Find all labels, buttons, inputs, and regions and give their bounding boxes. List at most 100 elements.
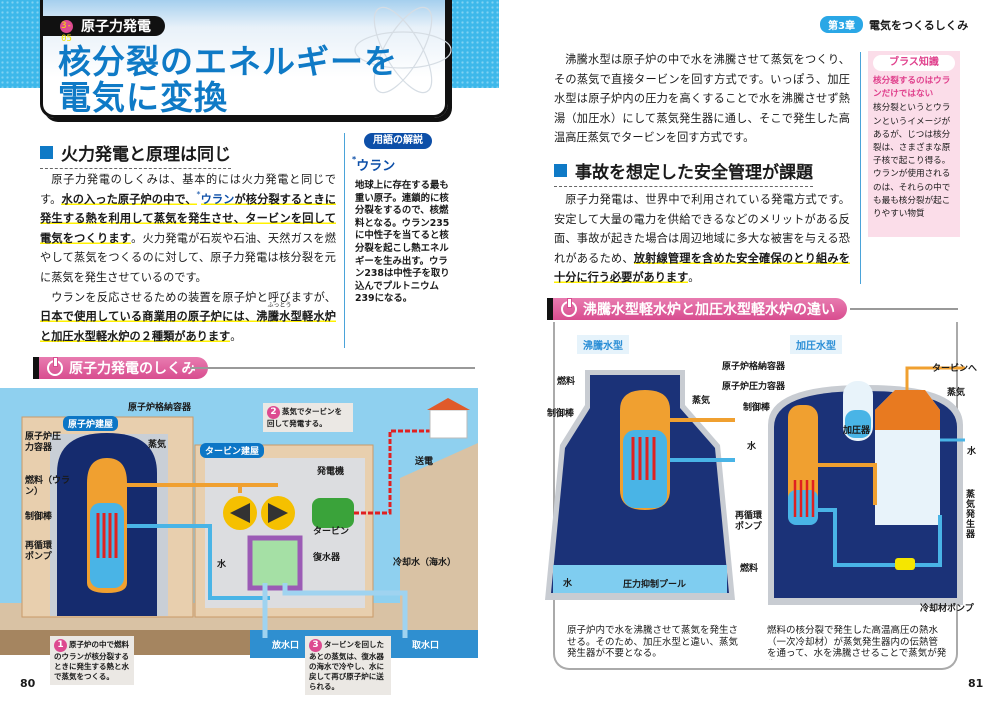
- glossary-term-link[interactable]: ウラン: [200, 192, 235, 206]
- text: 。: [688, 271, 700, 285]
- glossary-mark: *: [352, 155, 357, 164]
- label-containment: 原子炉格納容器: [722, 362, 786, 372]
- label-water: 水: [217, 560, 227, 570]
- section-tab-label: 沸騰水型軽水炉と加圧水型軽水炉の違い: [583, 302, 835, 318]
- label-pool-water: 水: [563, 579, 573, 589]
- heading-safety: 事故を想定した安全管理が課題: [554, 158, 813, 187]
- highlight: 日本で使用している商業用の原子炉には、: [40, 310, 257, 324]
- chapter-header: 第3章 電気をつくるしくみ: [820, 16, 968, 33]
- callout-text: 蒸気でタービンを回して発電する。: [267, 407, 342, 428]
- power-icon: [561, 298, 577, 317]
- label-bwr-fuel: 燃料: [557, 377, 576, 387]
- text: ウランを反応させるための装置を原子炉と呼びますが、: [51, 290, 336, 304]
- square-bullet-icon: [40, 146, 53, 159]
- glossary-term: *ウラン: [352, 155, 395, 174]
- callout-text: タービンを回したあとの蒸気は、復水器の海水で冷やし、水に戻して再び原子炉に送られ…: [309, 640, 384, 691]
- label-pool: 圧力抑制プール: [623, 580, 687, 590]
- glossary-mark: *: [196, 189, 201, 199]
- label-coolant-pump: 冷却材ポンプ: [920, 604, 974, 614]
- generator-shape: [312, 498, 354, 528]
- coolant-pump-shape: [895, 558, 915, 570]
- label-turbine: タービン: [313, 527, 350, 537]
- label-pressurizer: 加圧器: [843, 426, 871, 436]
- heading-same-principle: 火力発電と原理は同じ: [40, 140, 231, 169]
- chapter-tag: 第3章: [820, 16, 863, 33]
- page-number-left: 80: [20, 677, 36, 690]
- heading-text: 火力発電と原理は同じ: [61, 145, 231, 165]
- page-title-line-1: 核分裂のエネルギーを: [58, 42, 398, 81]
- right-body-text-1: 沸騰水型は原子炉の中で水を沸騰させて蒸気をつくり、その蒸気で直接タービンを回す方…: [554, 50, 850, 148]
- left-body-text: 原子力発電のしくみは、基本的には火力発電と同じです。水の入った原子炉の中で、*ウ…: [40, 170, 336, 346]
- label-outlet: 放水口: [272, 641, 300, 651]
- page-number-right: 81: [968, 677, 984, 690]
- callout-text: 原子炉の中で燃料のウランが核分裂するときに発生する熱と水で蒸気をつくる。: [54, 640, 129, 681]
- label-to-turbine: タービンへ: [932, 364, 978, 374]
- plus-knowledge-box: ブラス知識 核分裂するのはウランだけではない 核分裂というとウランというイメージ…: [868, 51, 960, 237]
- label-reactor-building: 原子炉建屋: [63, 416, 119, 431]
- text: 。火力発電が石炭や石油、天然ガスを燃やして蒸気をつくるのに対して、原子力発電は核…: [40, 231, 336, 284]
- ruby-reading: ふっとう: [267, 302, 292, 310]
- label-fuel: 燃料（ウラン）: [25, 476, 71, 497]
- bwr-pwr-diagram: [545, 366, 965, 605]
- square-bullet-icon: [554, 164, 567, 177]
- label-cooling-water: 冷却水（海水）: [393, 558, 457, 568]
- callout-number: 1: [54, 639, 67, 652]
- section-tab-mechanism: 原子力発電のしくみ: [33, 357, 208, 379]
- label-pwr-control-rod: 制御棒: [743, 403, 771, 413]
- water-pipe: [127, 524, 270, 600]
- plus-knowledge-title: 核分裂するのはウランだけではない: [873, 76, 951, 100]
- section-tag: 3-05 原子力発電: [42, 16, 165, 44]
- label-transmission: 送電: [415, 457, 434, 467]
- glossary-text: 地球上に存在する最も重い原子。連鎖的に核分裂をするので、核燃料となる。ウラン23…: [355, 180, 450, 305]
- label-bwr-pump: 再循環ポンプ: [735, 511, 763, 532]
- seawater-pipe: [262, 583, 408, 638]
- pool-shape: [553, 565, 727, 593]
- highlight: 水の入った原子炉の中で、: [61, 192, 197, 206]
- label-pressure-vessel: 原子炉圧力容器: [25, 432, 62, 453]
- atom-watermark-icon: [354, 6, 452, 94]
- right-body-text-2: 原子力発電は、世界中で利用されている発電方式です。安定して大量の電力を供給できる…: [554, 190, 850, 288]
- house-icon: [427, 398, 470, 410]
- label-pwr-fuel: 燃料: [740, 564, 759, 574]
- paragraph: 沸騰水型は原子炉の中で水を沸騰させて蒸気をつくり、その蒸気で直接タービンを回す方…: [554, 53, 850, 145]
- section-tab-comparison: 沸騰水型軽水炉と加圧水型軽水炉の違い: [547, 298, 847, 320]
- divider-line: [850, 308, 958, 310]
- label-condenser: 復水器: [313, 553, 341, 563]
- glossary-header: 用語の解説: [364, 133, 432, 149]
- callout-number: 2: [267, 406, 280, 419]
- label-containment: 原子炉格納容器: [128, 403, 192, 413]
- label-pwr-water: 水: [967, 447, 977, 457]
- label-steam-generator: 蒸気発生器: [966, 490, 976, 540]
- bwr-tag: 沸騰水型: [577, 335, 629, 354]
- label-pwr-steam: 蒸気: [947, 388, 966, 398]
- bwr-caption: 原子炉内で水を沸騰させて蒸気を発生させる。そのため、加圧水型と違い、蒸気発生器が…: [567, 625, 739, 659]
- paragraph: ウランを反応させるための装置を原子炉と呼びますが、日本で使用している商業用の原子…: [40, 288, 336, 347]
- paragraph: 原子力発電は、世界中で利用されている発電方式です。安定して大量の電力を供給できる…: [554, 190, 850, 288]
- section-tab-label: 原子力発電のしくみ: [69, 361, 196, 377]
- label-intake: 取水口: [412, 641, 440, 651]
- column-divider: [860, 52, 861, 284]
- pwr-tag: 加圧水型: [790, 335, 842, 354]
- label-control-rod: 制御棒: [25, 512, 53, 522]
- text: 。: [230, 329, 242, 343]
- paragraph: 原子力発電のしくみは、基本的には火力発電と同じです。水の入った原子炉の中で、*ウ…: [40, 170, 336, 288]
- pwr-caption: 燃料の核分裂で発生した高温高圧の熱水（一次冷却材）が蒸気発生器内の伝熱管を通って…: [767, 625, 947, 660]
- power-line: [354, 429, 430, 515]
- power-icon: [47, 357, 63, 376]
- text: 原子力発電のしくみは、基本的には火力発電と同じです。: [40, 173, 336, 206]
- label-pressure-vessel: 原子炉圧力容器: [722, 382, 786, 392]
- condenser-shape: [247, 535, 303, 591]
- ruby-word: 沸騰ふっとう: [256, 303, 292, 324]
- section-number: 3-05: [60, 19, 73, 44]
- plus-knowledge-header: ブラス知識: [873, 55, 955, 71]
- chapter-title: 電気をつくるしくみ: [868, 18, 969, 32]
- callout-number: 3: [309, 639, 322, 652]
- page-title-line-2: 電気に変換: [58, 78, 228, 117]
- text: 原子力発電は、世界中で利用されている発電方式です。安定して大量の電力を供給できる…: [554, 193, 850, 265]
- label-turbine-building: タービン建屋: [200, 443, 265, 458]
- label-bwr-control-rod: 制御棒: [547, 409, 575, 419]
- plus-knowledge-text: 核分裂というとウランというイメージがあるが、じつは核分裂は、さまざまな原子核で起…: [873, 103, 951, 220]
